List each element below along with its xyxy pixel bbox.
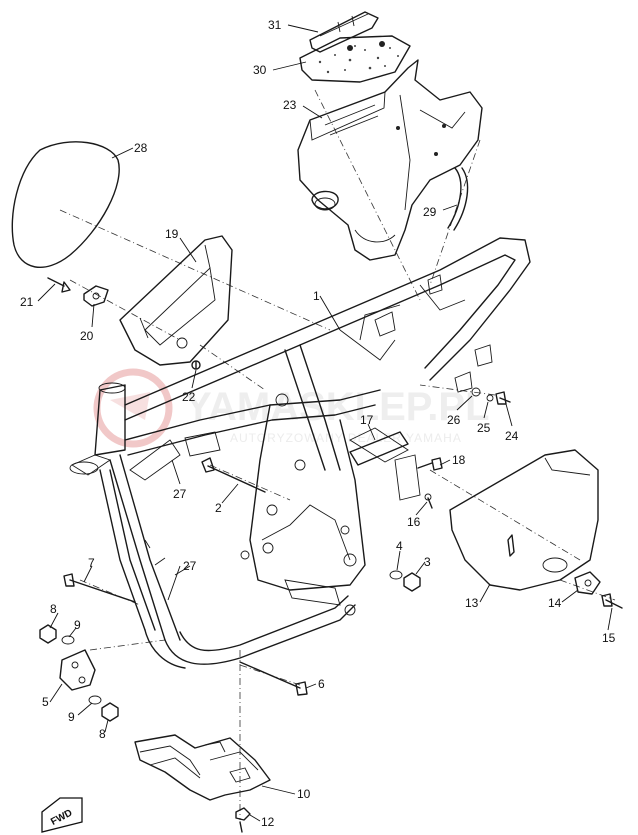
callout-1: 1 (313, 289, 320, 303)
engine-bracket (59, 649, 96, 691)
callout-26: 26 (447, 413, 461, 427)
left-cover-fasteners (47, 277, 109, 307)
callout-23: 23 (283, 98, 297, 112)
right-cover-fasteners (574, 571, 623, 609)
callout-16: 16 (407, 515, 421, 529)
callout-18: 18 (452, 453, 466, 467)
right-side-cover (449, 449, 599, 591)
round-cover (11, 141, 120, 269)
callout-5: 5 (42, 695, 49, 709)
callout-8-lower: 8 (99, 727, 106, 741)
watermark-text: YAMASKLEP.PL (185, 385, 490, 429)
callout-30: 30 (253, 63, 267, 77)
nuts-washers (39, 624, 119, 722)
fwd-indicator: FWD (41, 797, 83, 833)
screw-22 (191, 360, 201, 370)
watermark-logo (93, 368, 173, 448)
seat-pad (299, 35, 411, 83)
left-side-cover (119, 235, 233, 366)
callout-31: 31 (268, 18, 282, 32)
bolt-12 (235, 807, 251, 833)
callout-29: 29 (423, 205, 437, 219)
callout-10: 10 (297, 787, 311, 801)
callout-7: 7 (88, 556, 95, 570)
skid-plate (134, 734, 271, 801)
bolt-2 (201, 457, 266, 493)
callout-17: 17 (360, 413, 374, 427)
leader-lines (37, 24, 613, 822)
rear-fender-airbox (297, 59, 483, 261)
main-frame (69, 237, 531, 669)
callout-15: 15 (602, 631, 616, 645)
callout-13: 13 (465, 596, 479, 610)
callout-25: 25 (477, 421, 491, 435)
callout-24: 24 (505, 429, 519, 443)
callout-8-upper: 8 (50, 602, 57, 616)
watermark: YAMASKLEP.PL AUTORYZOWANY DEALER YAMAHA (93, 368, 490, 448)
callout-6: 6 (318, 677, 325, 691)
callout-labels: 31 30 23 28 29 19 21 20 1 22 26 25 24 17… (20, 18, 616, 829)
nuts-washers-right (389, 570, 421, 592)
screws-16-18 (417, 457, 443, 509)
seat-bracket (309, 11, 379, 53)
callout-9-lower: 9 (68, 710, 75, 724)
callout-12: 12 (261, 815, 275, 829)
watermark-subtext: AUTORYZOWANY DEALER YAMAHA (230, 431, 462, 445)
callout-3: 3 (424, 555, 431, 569)
callout-22: 22 (182, 390, 196, 404)
callout-27-upper: 27 (173, 487, 187, 501)
bracket-17 (349, 431, 409, 466)
breather-hose (447, 167, 469, 231)
callout-21: 21 (20, 295, 34, 309)
bolt-7 (63, 573, 136, 603)
callout-20: 20 (80, 329, 94, 343)
callout-14: 14 (548, 596, 562, 610)
bolt-6 (239, 661, 308, 696)
callout-4: 4 (396, 539, 403, 553)
callout-27-lower: 27 (183, 559, 197, 573)
callout-28: 28 (134, 141, 148, 155)
callout-19: 19 (165, 227, 179, 241)
callout-9-upper: 9 (74, 618, 81, 632)
callout-2: 2 (215, 501, 222, 515)
